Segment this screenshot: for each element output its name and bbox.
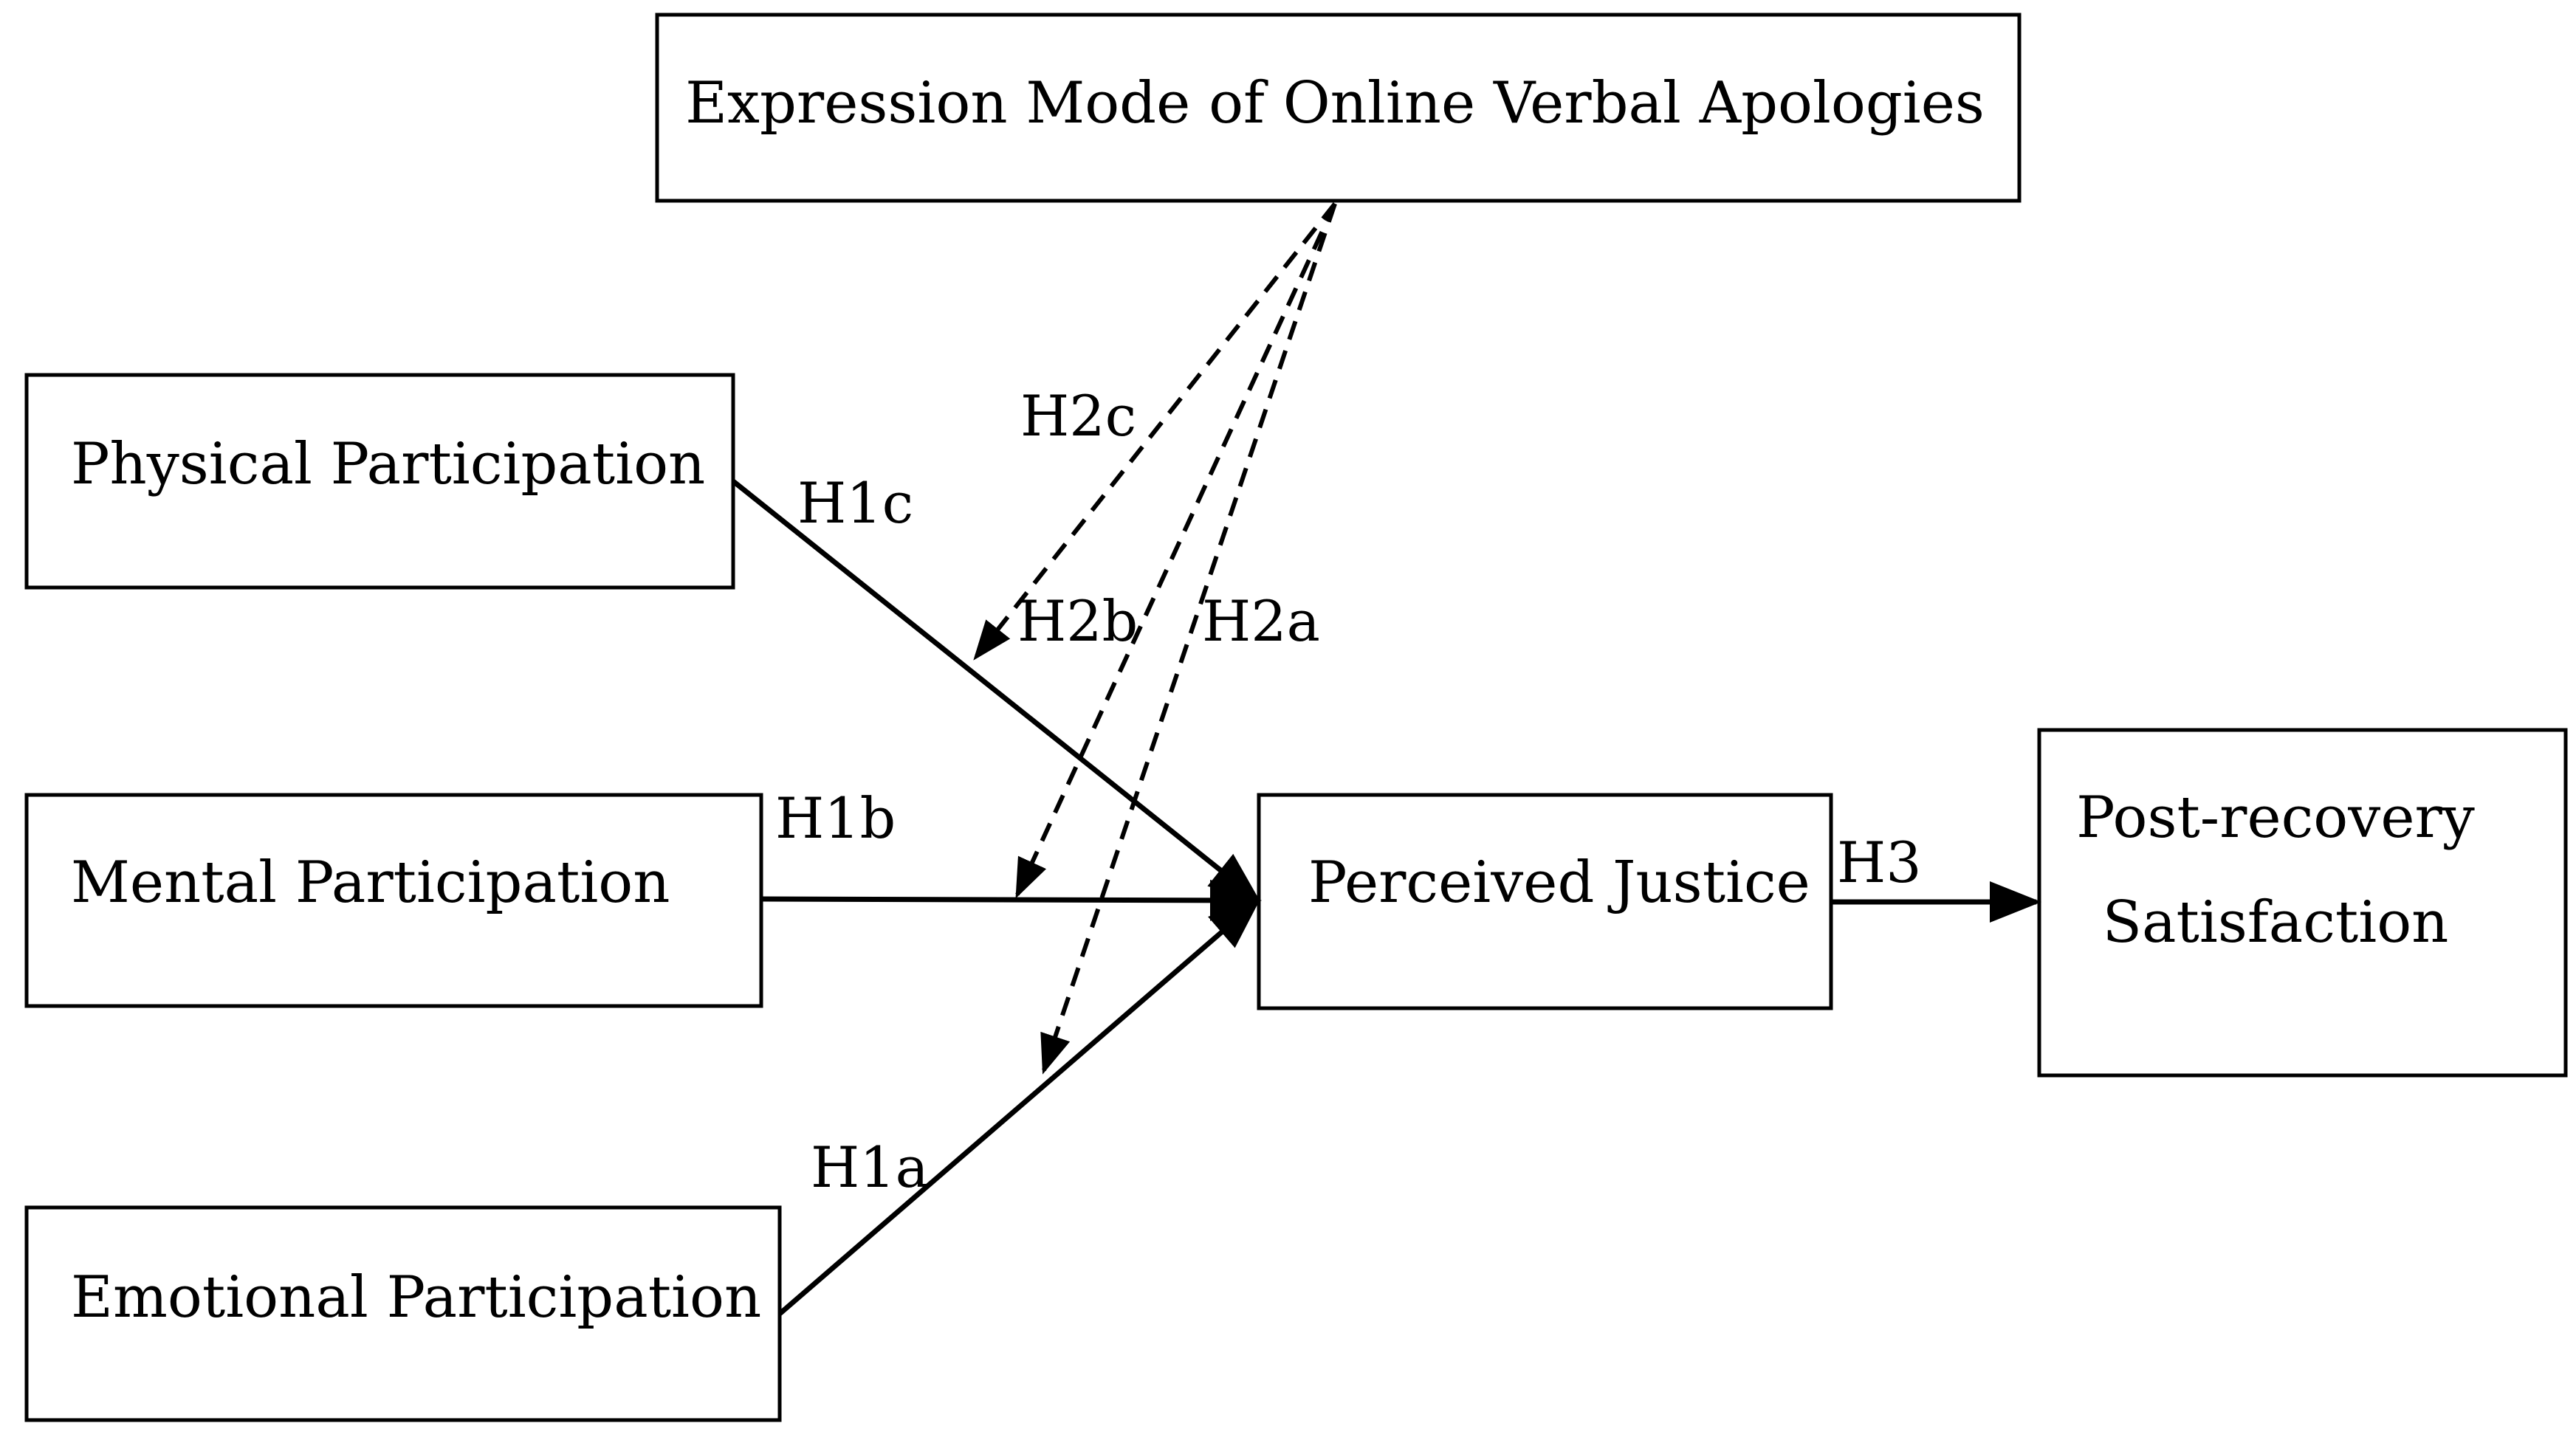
perceived-justice-node: Perceived Justice [1257, 793, 1833, 1010]
mental-participation-node: Mental Participation [24, 793, 763, 1008]
arrow-h2c [973, 202, 1337, 661]
physical-participation-label: Physical Participation [71, 431, 705, 497]
arrow-h1b [760, 879, 1262, 921]
arrow-h1a [777, 898, 1261, 1316]
physical-participation-box [24, 373, 735, 590]
arrow-h1c [731, 479, 1261, 903]
moderator-node: Expression Mode of Online Verbal Apologi… [655, 13, 2022, 203]
post-recovery-satisfaction-label-line1: Post-recovery [2076, 785, 2475, 851]
perceived-justice-label: Perceived Justice [1308, 850, 1810, 916]
h2a-label: H2a [1202, 588, 1320, 654]
h2b-label: H2b [1017, 588, 1138, 654]
arrow-h2a [1040, 203, 1337, 1075]
post-recovery-satisfaction-box [2037, 728, 2568, 1078]
emotional-participation-box [24, 1205, 782, 1422]
emotional-participation-label: Emotional Participation [71, 1264, 761, 1331]
moderator-label: Expression Mode of Online Verbal Apologi… [685, 70, 1985, 137]
h1b-label: H1b [775, 785, 896, 851]
post-recovery-satisfaction-node: Post-recovery Satisfaction [2037, 728, 2568, 1078]
emotional-participation-node: Emotional Participation [24, 1205, 782, 1422]
h3-label: H3 [1837, 830, 1922, 895]
h1c-label: H1c [797, 470, 913, 536]
mental-participation-box [24, 793, 763, 1008]
h2c-label: H2c [1020, 383, 1136, 449]
physical-participation-node: Physical Participation [24, 373, 735, 590]
h1a-label: H1a [811, 1134, 929, 1200]
mental-participation-label: Mental Participation [71, 850, 670, 916]
post-recovery-satisfaction-label-line2: Satisfaction [2103, 889, 2449, 956]
moderator-box [655, 13, 2022, 203]
arrow-h2b [1015, 202, 1337, 899]
perceived-justice-box [1257, 793, 1833, 1010]
